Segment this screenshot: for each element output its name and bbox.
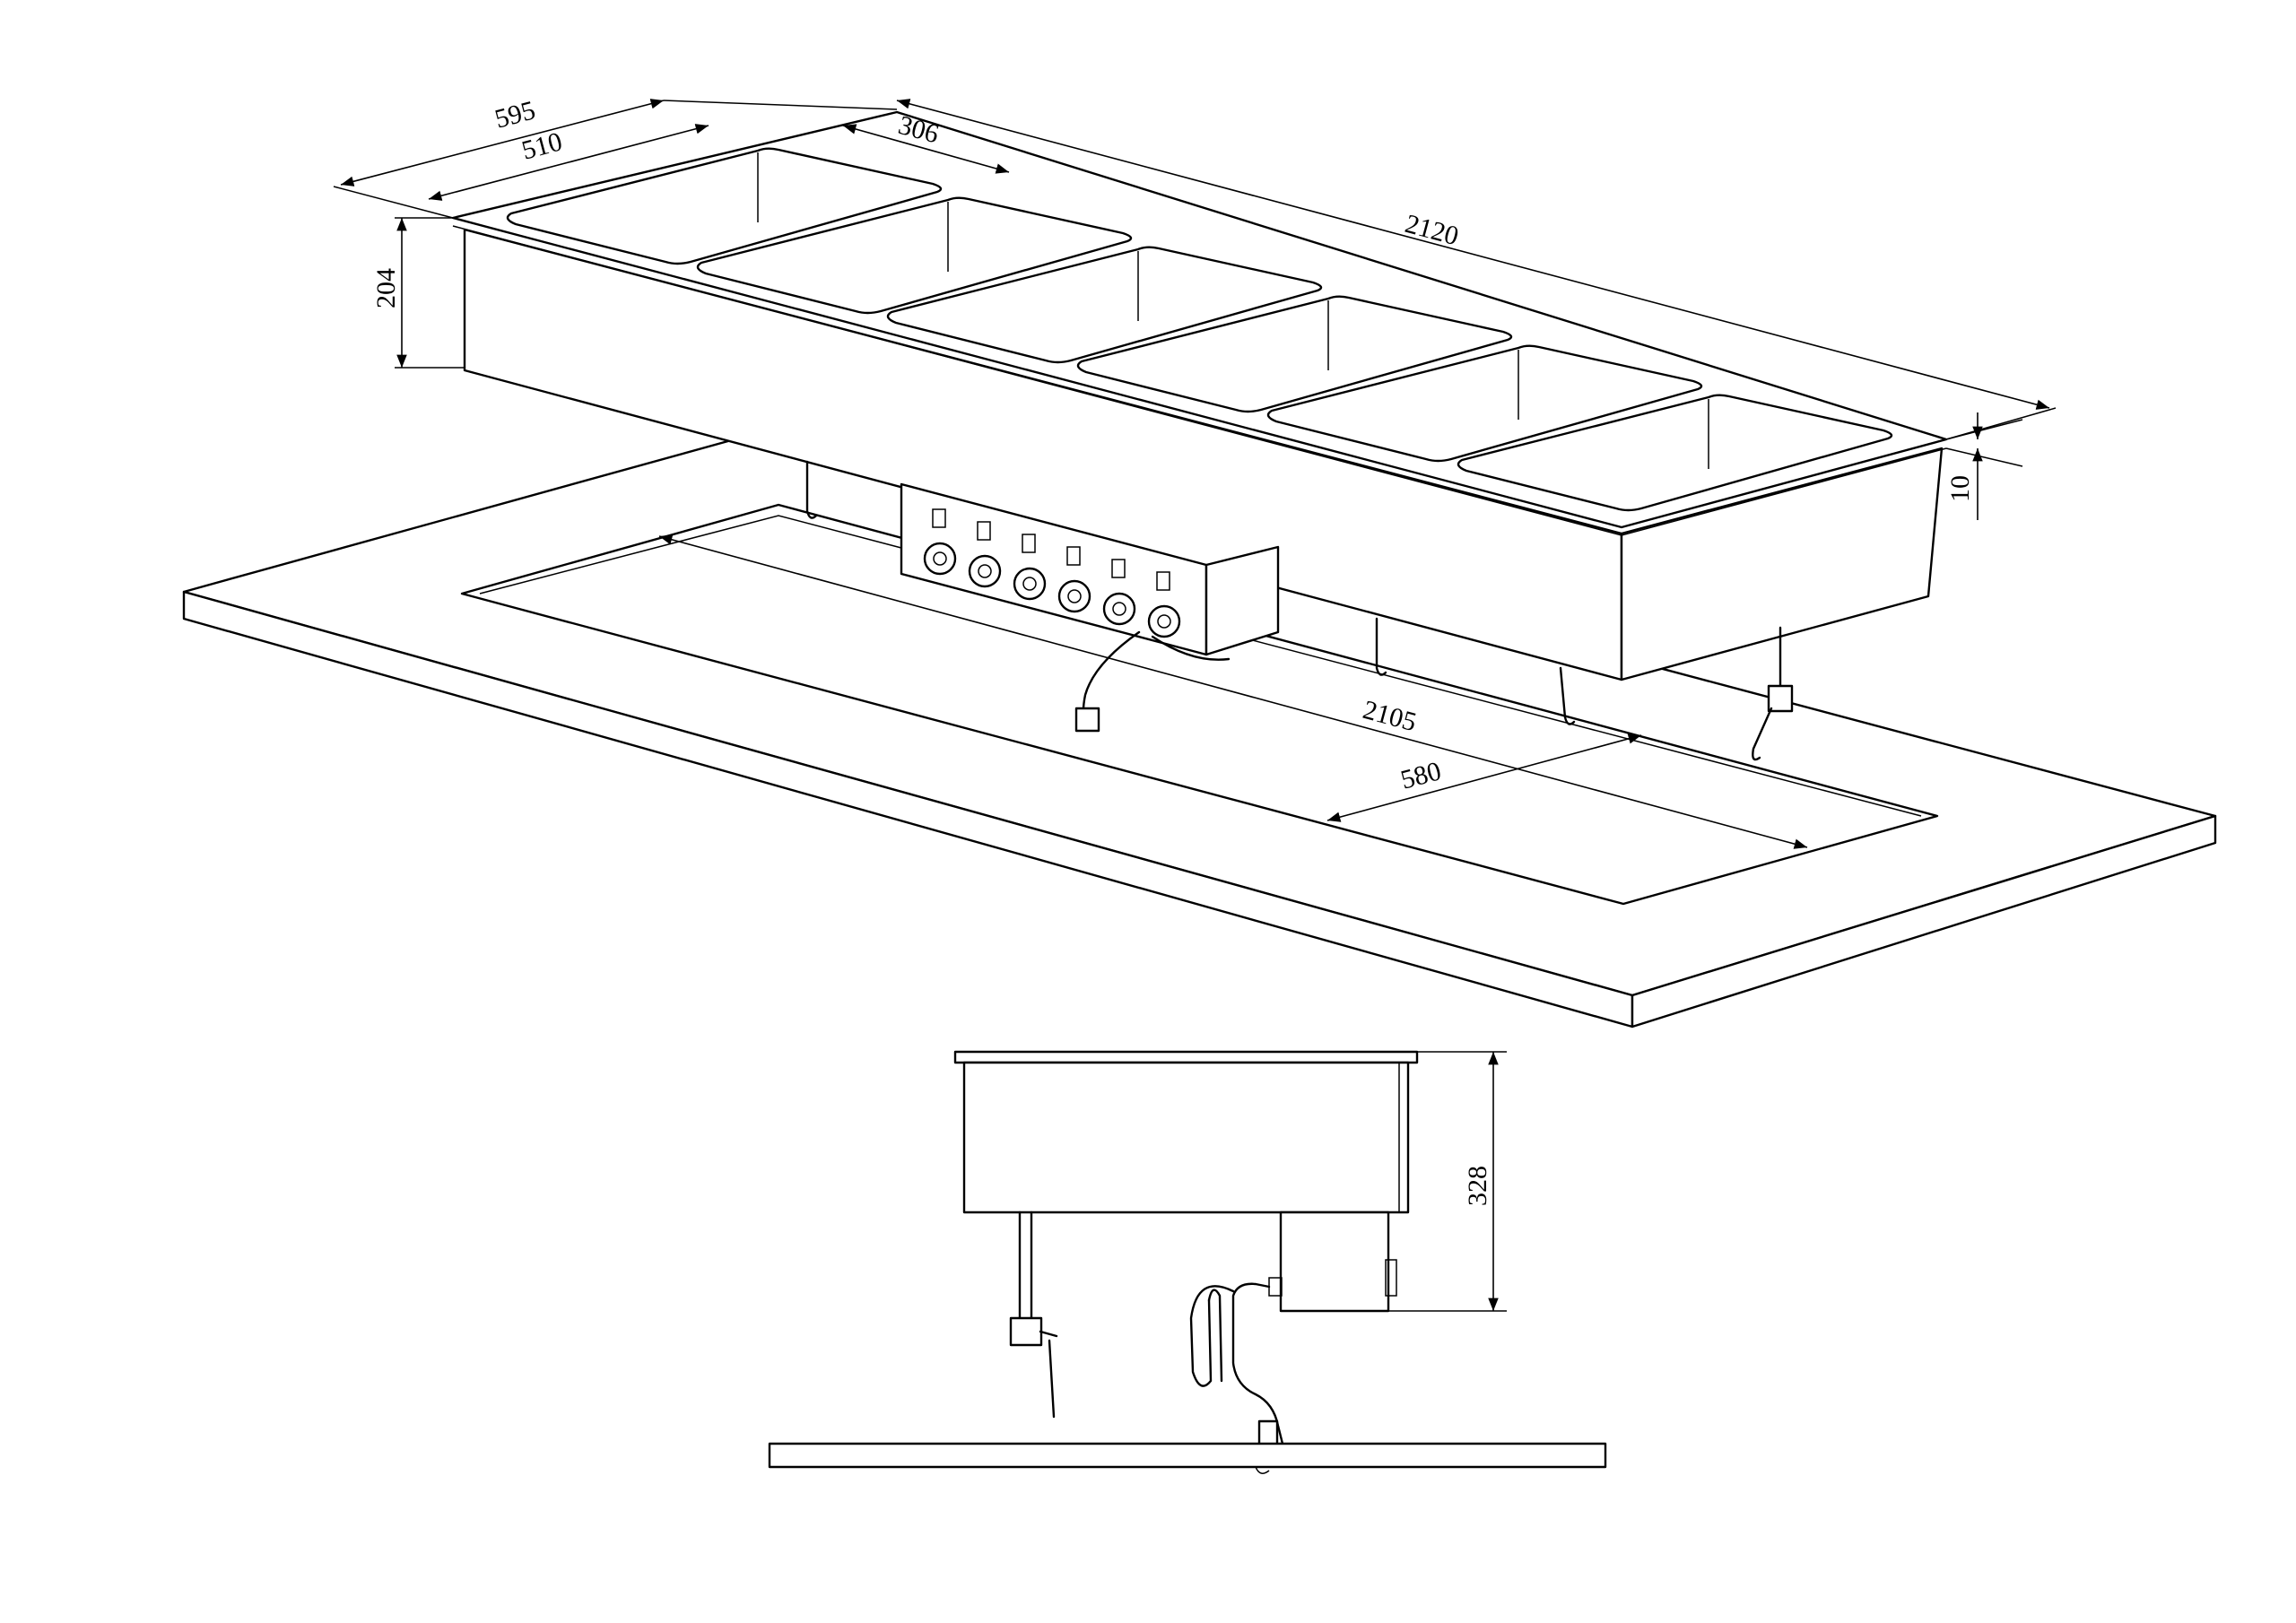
elevation-control-box bbox=[1279, 1211, 1390, 1313]
dim-rim-thickness: 10 bbox=[1945, 475, 1975, 502]
elevation-drain-tap-icon bbox=[1009, 1211, 1058, 1419]
elevation-cable-icon bbox=[1189, 1282, 1284, 1448]
dim-total-height: 328 bbox=[1463, 1166, 1492, 1206]
elevation-body bbox=[962, 1061, 1410, 1214]
dim-overall-depth: 595 bbox=[491, 95, 538, 135]
plug-icon bbox=[1074, 707, 1100, 733]
dim-overall-length: 2120 bbox=[1402, 209, 1461, 251]
elevation-countertop bbox=[768, 1442, 1607, 1469]
side-elevation: 328 bbox=[768, 1050, 1607, 1474]
elevation-rim bbox=[953, 1050, 1419, 1064]
dim-inner-depth: 510 bbox=[518, 126, 565, 166]
dim-body-height: 204 bbox=[371, 268, 401, 308]
